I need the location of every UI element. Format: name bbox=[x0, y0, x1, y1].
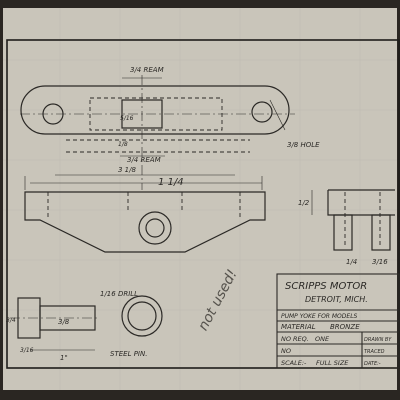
no-req-label: NO REQ. bbox=[281, 335, 309, 343]
dim-lines-top bbox=[120, 77, 286, 157]
front-view bbox=[24, 174, 266, 253]
hidden-lines-side bbox=[344, 192, 381, 248]
steel-pin-view bbox=[10, 295, 163, 351]
no-req-value: ONE bbox=[315, 335, 330, 343]
dim-side-c: 3/16 bbox=[372, 258, 388, 266]
pin-end-outer bbox=[121, 295, 163, 337]
pin-end-inner bbox=[127, 301, 157, 331]
dim-drill: 1/16 DRILL bbox=[100, 290, 138, 298]
bearing-circle-inner bbox=[145, 218, 165, 238]
dim-hole: 3/8 HOLE bbox=[287, 141, 320, 149]
yoke-outline-top bbox=[20, 85, 290, 135]
scale-value: FULL SIZE bbox=[316, 359, 349, 367]
dim-v1: 5/16 bbox=[120, 115, 134, 122]
material-value: BRONZE bbox=[330, 323, 360, 331]
dim-pin-length: 1" bbox=[60, 354, 68, 362]
date-label: DATE:- bbox=[364, 361, 381, 367]
dim-v3: 3/4 bbox=[6, 317, 16, 324]
title-block bbox=[276, 273, 400, 369]
drawn-by-label: DRAWN BY bbox=[364, 337, 392, 343]
bearing-circle-outer bbox=[138, 211, 172, 245]
dim-v2: 1/8 bbox=[118, 141, 128, 148]
right-hole bbox=[251, 101, 273, 123]
dim-width-overall: 1 1/4 bbox=[158, 177, 184, 188]
dim-ream-top: 3/4 REAM bbox=[130, 66, 164, 74]
number-label: NO bbox=[281, 347, 291, 355]
dim-v4: 3/16 bbox=[20, 347, 34, 354]
center-lines-top bbox=[20, 75, 295, 190]
dim-pin-dia: 3/8 bbox=[58, 318, 70, 326]
dim-width-long: 3 1/8 bbox=[118, 166, 136, 174]
company-name: SCRIPPS MOTOR bbox=[285, 281, 367, 292]
side-leg-right bbox=[371, 214, 391, 251]
dim-side-a: 1/2 bbox=[298, 199, 310, 207]
sheet-border bbox=[6, 39, 400, 369]
dim-ream-mid: 3/4 REAM bbox=[127, 156, 161, 164]
side-view bbox=[311, 189, 395, 251]
paper-background bbox=[3, 8, 397, 390]
part-name: PUMP YOKE FOR MODELS bbox=[281, 313, 358, 320]
paper-texture bbox=[3, 8, 397, 390]
traced-label: TRACED bbox=[364, 349, 385, 355]
company-city: DETROIT, MICH. bbox=[305, 295, 368, 304]
top-view bbox=[20, 75, 295, 190]
side-leg-left bbox=[333, 214, 353, 251]
steel-pin-label: STEEL PIN. bbox=[110, 350, 147, 358]
dim-lines-front bbox=[24, 174, 263, 190]
material-label: MATERIAL bbox=[281, 323, 316, 331]
hidden-lines-front bbox=[47, 192, 241, 220]
yoke-outline-front bbox=[24, 191, 266, 253]
dim-side-b: 1/4 bbox=[346, 258, 357, 266]
scale-label: SCALE:- bbox=[281, 359, 307, 367]
